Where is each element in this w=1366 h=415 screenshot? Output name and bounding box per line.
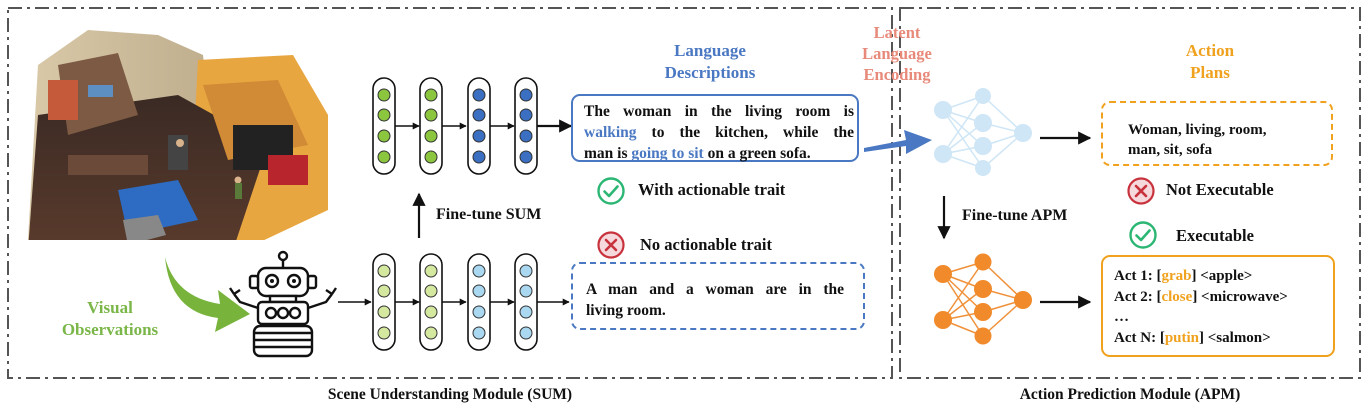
apm-frame [899, 7, 1361, 379]
finetune-sum-label: Fine-tune SUM [436, 206, 542, 223]
not-executable-cross-icon [1127, 177, 1155, 205]
apm-arrows [937, 131, 1092, 309]
language-descriptions-heading: Language Descriptions [630, 40, 790, 84]
act-verb: putin [1164, 329, 1200, 346]
robot-icon [229, 250, 337, 358]
act-verb: close [1161, 288, 1193, 305]
executable-check-icon [1129, 221, 1157, 249]
non-actionable-description-text: A man and a woman are in the living room… [586, 279, 844, 321]
pretrained-sum-network [338, 253, 570, 351]
no-actionable-trait-label: No actionable trait [640, 235, 772, 254]
actionable-description-text: The woman in the living room is walking … [584, 101, 854, 164]
act-verb: grab [1161, 268, 1192, 284]
check-circle-icon [597, 177, 625, 205]
act-line-n: Act N: [putin] <salmon> [1114, 329, 1271, 346]
visual-observations-label: Visual Observations [40, 297, 180, 341]
fine-tuned-sum-network [372, 77, 573, 175]
sum-networks [338, 77, 573, 351]
desc-line1: The woman in the living room is [584, 103, 854, 120]
sum-caption: Scene Understanding Module (SUM) [327, 386, 573, 403]
desc-line3: man is going to sit on a green sofa. [584, 145, 811, 162]
act-line-1: Act 1: [grab] <apple> [1114, 268, 1253, 284]
house-scene-image [28, 25, 333, 250]
pretrained-apm-network [934, 253, 1032, 345]
green-curved-arrow [165, 257, 250, 332]
lang-desc-line2: Descriptions [664, 63, 756, 82]
bad-desc-line2: living room. [586, 302, 666, 319]
visual-line1: Visual [87, 298, 133, 317]
act-line-ellipsis: … [1114, 309, 1129, 325]
action-plans-heading: Action Plans [1185, 41, 1235, 82]
non-actionable-description-box [571, 262, 865, 330]
finetune-apm-label: Fine-tune APM [962, 207, 1068, 224]
not-executable-label: Not Executable [1166, 180, 1274, 199]
fine-tuned-apm-network [934, 88, 1032, 176]
desc-line2: walking to the kitchen, while the [584, 124, 854, 141]
keyword-walking: walking [584, 124, 637, 141]
latent-language-encoding-heading: Latent Language Encoding [862, 23, 932, 84]
action-plan-box [1101, 255, 1335, 357]
action-plan-list: Act 1: [grab] <apple> Act 2: [close] <mi… [1114, 266, 1288, 348]
bad-desc-line1: A man and a woman are in the [586, 281, 844, 298]
executable-label: Executable [1176, 226, 1254, 245]
sum-frame [7, 7, 893, 379]
cross-circle-icon [597, 231, 625, 259]
apm-caption: Action Prediction Module (APM) [1019, 386, 1241, 403]
keyword-going-to-sit: going to sit [631, 145, 704, 162]
act-line-2: Act 2: [close] <microwave> [1114, 288, 1288, 305]
actionable-description-box [571, 94, 859, 162]
encoding-arrow [864, 130, 932, 154]
keywords-box [1101, 101, 1333, 166]
visual-line2: Observations [61, 320, 159, 339]
with-actionable-trait-label: With actionable trait [638, 180, 786, 199]
lang-desc-line1: Language [674, 41, 746, 60]
keywords-text: Woman, living, room, man, sit, sofa [1128, 122, 1267, 158]
